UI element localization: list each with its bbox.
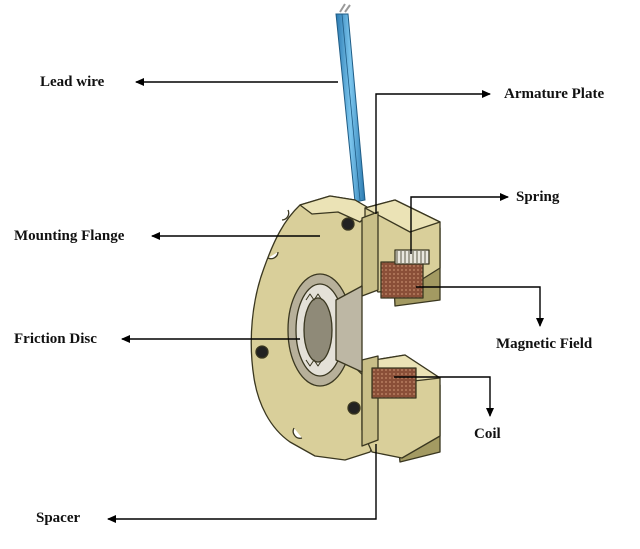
- arrow-armature-plate: [375, 90, 491, 214]
- label-lead-wire: Lead wire: [40, 74, 105, 90]
- arrow-spring: [410, 193, 509, 254]
- label-magnetic-field: Magnetic Field: [496, 336, 593, 352]
- leader-lines: [107, 78, 544, 523]
- label-spring: Spring: [516, 189, 560, 205]
- label-coil: Coil: [474, 426, 501, 442]
- brake-body: [250, 195, 441, 463]
- lead-wire: [335, 3, 366, 203]
- label-spacer: Spacer: [36, 510, 81, 526]
- arrow-spacer: [107, 444, 377, 523]
- label-friction-disc: Friction Disc: [14, 331, 97, 347]
- label-armature-plate: Armature Plate: [504, 86, 605, 102]
- arrow-magnetic-field: [416, 286, 544, 327]
- arrow-coil: [394, 376, 494, 417]
- label-mounting-flange: Mounting Flange: [14, 228, 125, 244]
